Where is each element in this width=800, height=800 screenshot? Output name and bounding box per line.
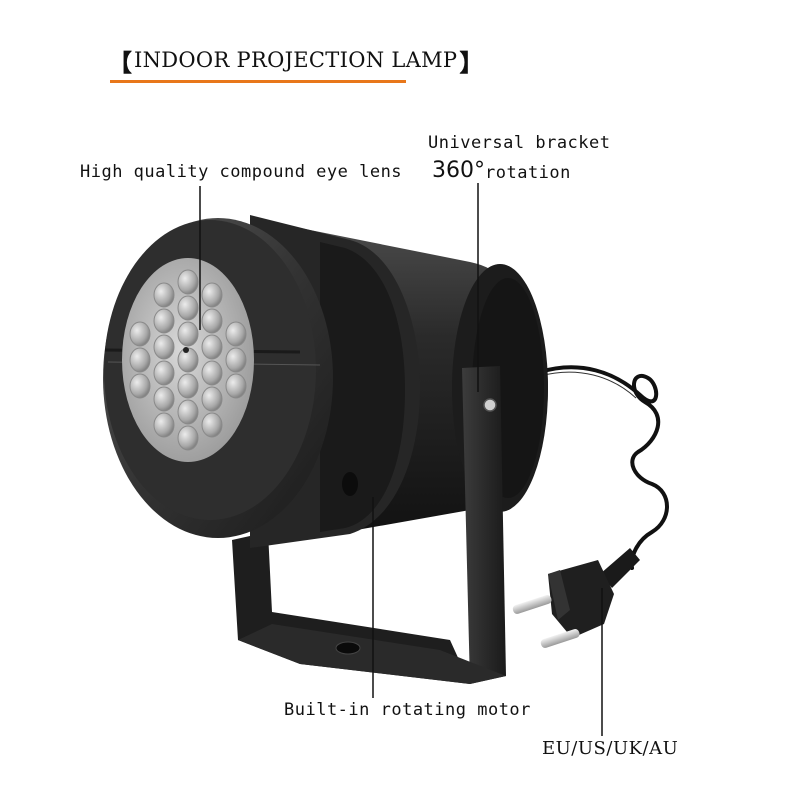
page-title: INDOOR PROJECTION LAMP: [134, 48, 458, 72]
plug-callout: EU/US/UK/AU: [542, 738, 679, 759]
lens-cell: [177, 399, 199, 425]
lens-cell: [153, 308, 175, 334]
compound-lens-icon: [122, 258, 254, 462]
lens-cell: [177, 295, 199, 321]
lens-cell: [201, 308, 223, 334]
lens-callout: High quality compound eye lens: [80, 162, 403, 182]
lens-cell: [177, 269, 199, 295]
bracket-screw: [483, 398, 497, 412]
rotation-callout: 360° rotation: [432, 158, 571, 183]
title-underline: [110, 80, 406, 83]
motor-vent-hole: [342, 472, 358, 496]
lens-cell: [129, 373, 151, 399]
lens-cell: [225, 321, 247, 347]
lens-cell: [201, 386, 223, 412]
lens-cell: [153, 386, 175, 412]
power-cord: [538, 365, 669, 570]
lens-cell: [153, 334, 175, 360]
lens-cell: [177, 321, 199, 347]
lens-cell: [153, 360, 175, 386]
lens-cell: [177, 373, 199, 399]
bracket-side-arm: [462, 366, 506, 684]
motor-callout: Built-in rotating motor: [284, 700, 531, 720]
lens-cell: [201, 334, 223, 360]
bracket-callout: Universal bracket: [428, 133, 611, 153]
lens-cell: [153, 282, 175, 308]
lens-cell: [201, 412, 223, 438]
title-right-bracket: 】: [459, 47, 484, 77]
lens-cell: [129, 347, 151, 373]
rotation-word: rotation: [485, 163, 571, 183]
title-banner: 【 INDOOR PROJECTION LAMP 】: [108, 40, 483, 80]
lens-cell: [153, 412, 175, 438]
lens-cell: [129, 321, 151, 347]
title-left-bracket: 【: [108, 47, 132, 77]
rotation-degrees: 360°: [432, 158, 485, 183]
lens-cell: [201, 360, 223, 386]
lens-cell: [225, 347, 247, 373]
lens-cell: [201, 282, 223, 308]
lens-cell: [225, 373, 247, 399]
lens-cell: [177, 425, 199, 451]
bracket-mount-hole: [335, 641, 361, 655]
plug-icon: [512, 548, 640, 648]
